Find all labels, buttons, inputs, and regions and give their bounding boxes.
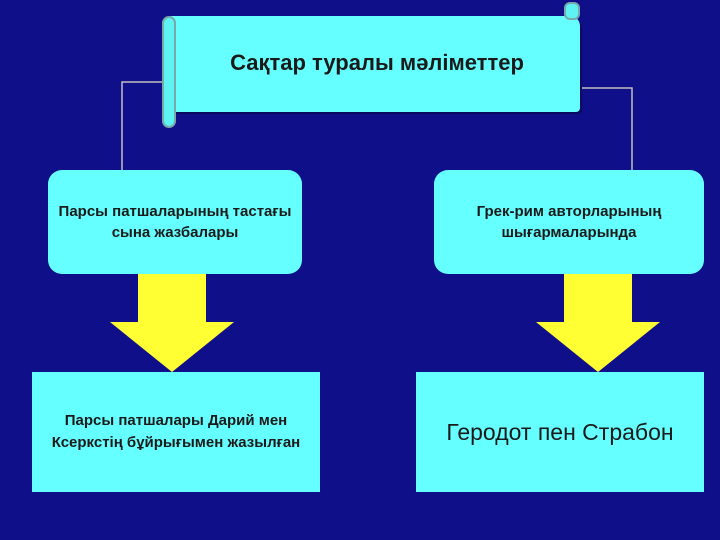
left-down-arrow bbox=[110, 274, 234, 372]
scroll-curl-top bbox=[564, 2, 580, 20]
left-source-box: Парсы патшаларының тастағы сына жазбалар… bbox=[48, 170, 302, 274]
scroll-curl-left bbox=[162, 16, 176, 128]
right-down-arrow bbox=[536, 274, 660, 372]
right-result-box: Геродот пен Страбон bbox=[416, 372, 704, 492]
title-scroll: Сақтар туралы мәліметтер bbox=[162, 2, 580, 128]
right-source-box: Грек-рим авторларының шығармаларында bbox=[434, 170, 704, 274]
diagram-title: Сақтар туралы мәліметтер bbox=[230, 50, 524, 75]
right-connector bbox=[580, 87, 633, 170]
left-connector bbox=[121, 81, 162, 170]
left-result-box: Парсы патшалары Дарий мен Ксеркстің бұйр… bbox=[32, 372, 320, 492]
